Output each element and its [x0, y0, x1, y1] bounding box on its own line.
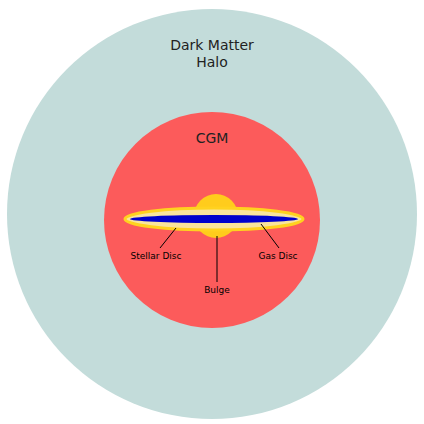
part-label: Stellar Disc	[131, 251, 182, 262]
region-title: Dark Matter Halo	[162, 37, 262, 71]
part-label: Gas Disc	[258, 251, 297, 262]
part-label: Bulge	[204, 285, 230, 296]
cgm-circle: CGM	[104, 112, 320, 328]
circle-outline	[7, 9, 417, 419]
leader-line	[217, 236, 218, 282]
halo-circle: Dark Matter HaloCGM	[7, 9, 417, 419]
circle-fill	[104, 112, 320, 328]
region-title: CGM	[172, 130, 252, 147]
gas-disc-shape	[130, 215, 298, 223]
circle-fill	[7, 9, 417, 419]
stellar-disc-shape	[125, 208, 303, 230]
